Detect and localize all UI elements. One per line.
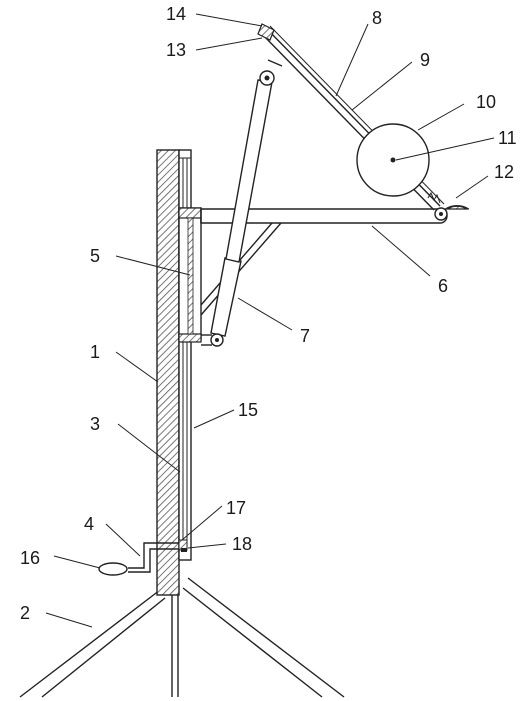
callout-18: 18 bbox=[232, 534, 252, 554]
callout-labels: 1 2 3 4 5 6 7 8 9 10 11 12 13 14 15 16 1… bbox=[20, 4, 517, 623]
callout-7: 7 bbox=[300, 326, 310, 346]
leader-12 bbox=[455, 175, 489, 199]
leader-15 bbox=[193, 409, 235, 429]
sliding-carriage bbox=[178, 207, 202, 343]
main-column bbox=[156, 149, 180, 596]
callout-2: 2 bbox=[20, 603, 30, 623]
callout-12: 12 bbox=[494, 162, 514, 182]
gear-sector bbox=[444, 205, 470, 210]
cylinder-lower-pin bbox=[215, 338, 219, 342]
cylinder-rod bbox=[225, 79, 273, 263]
callout-17: 17 bbox=[226, 498, 246, 518]
callout-6: 6 bbox=[438, 276, 448, 296]
tripod-leg-left-inner bbox=[41, 597, 166, 698]
leader-lines bbox=[45, 13, 495, 628]
carriage-bottom-block bbox=[178, 333, 202, 343]
leader-16 bbox=[53, 555, 101, 569]
telescopic-cylinder bbox=[201, 70, 275, 347]
leader-6 bbox=[371, 225, 431, 277]
link-cylinder-bracket bbox=[267, 59, 283, 67]
crank-pin bbox=[181, 548, 187, 552]
cylinder-barrel bbox=[210, 257, 242, 337]
leader-11 bbox=[395, 137, 495, 161]
tripod-leg-left bbox=[19, 589, 161, 698]
callout-10: 10 bbox=[476, 92, 496, 112]
arm-end-pin bbox=[439, 212, 443, 216]
callout-4: 4 bbox=[84, 514, 94, 534]
callout-5: 5 bbox=[90, 246, 100, 266]
link-top-cap bbox=[257, 23, 275, 41]
leader-3 bbox=[117, 423, 181, 473]
callout-16: 16 bbox=[20, 548, 40, 568]
callout-1: 1 bbox=[90, 342, 100, 362]
tripod-leg-right-inner bbox=[182, 587, 323, 698]
arm-brace-inner bbox=[200, 222, 282, 316]
crank-rod-inner bbox=[128, 548, 179, 573]
callout-15: 15 bbox=[238, 400, 258, 420]
leader-17 bbox=[181, 505, 223, 541]
angle-gear bbox=[444, 205, 470, 210]
gear-rim bbox=[444, 205, 470, 210]
tripod-leg-right bbox=[187, 577, 345, 698]
callout-11: 11 bbox=[498, 128, 517, 148]
leader-5 bbox=[115, 255, 191, 276]
leader-1 bbox=[115, 351, 159, 383]
leader-7 bbox=[237, 297, 293, 331]
callout-13: 13 bbox=[166, 40, 186, 60]
carriage-top-block bbox=[178, 207, 202, 219]
callout-9: 9 bbox=[420, 50, 430, 70]
leader-10 bbox=[417, 103, 465, 131]
leader-14 bbox=[195, 13, 263, 27]
leader-13 bbox=[195, 37, 263, 51]
callout-8: 8 bbox=[372, 8, 382, 28]
leader-4 bbox=[105, 523, 141, 557]
leader-18 bbox=[187, 543, 227, 549]
crank-mechanism bbox=[98, 539, 188, 576]
callout-3: 3 bbox=[90, 414, 100, 434]
link-teeth bbox=[427, 191, 441, 204]
callout-14: 14 bbox=[166, 4, 186, 24]
leader-8 bbox=[335, 23, 369, 97]
leader-9 bbox=[351, 61, 413, 111]
carriage-inner-strip bbox=[187, 217, 194, 335]
leader-2 bbox=[45, 612, 93, 628]
disc-center bbox=[390, 157, 396, 163]
cylinder-upper-pin bbox=[264, 75, 270, 81]
tripod-base bbox=[19, 577, 345, 698]
crank-knob bbox=[98, 562, 128, 576]
crank-rod bbox=[128, 542, 179, 569]
